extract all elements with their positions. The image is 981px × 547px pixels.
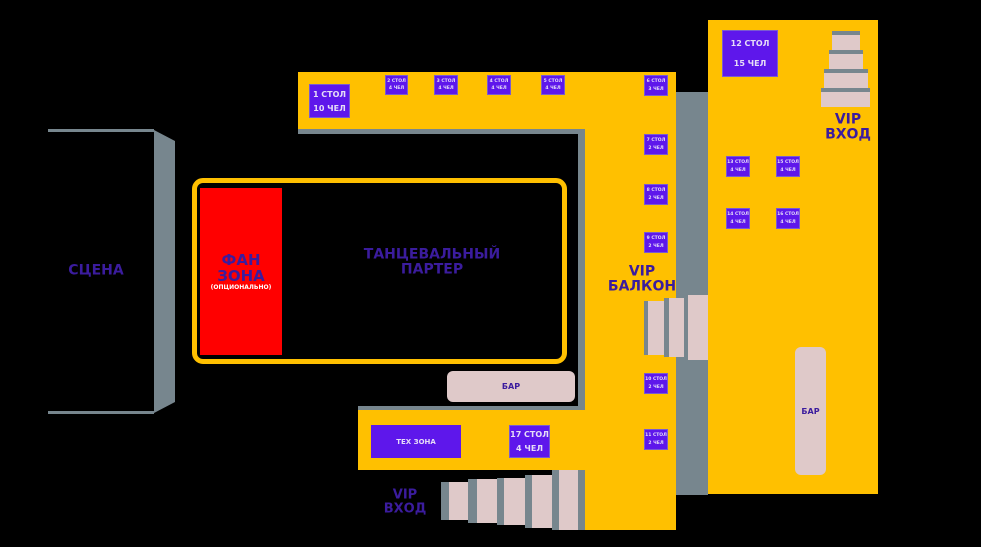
table-label: 13 СТОЛ <box>727 160 749 166</box>
table-label: 14 СТОЛ <box>727 212 749 218</box>
table-label: 8 СТОЛ <box>646 188 666 194</box>
dance-floor-line2: ПАРТЕР <box>400 261 464 277</box>
wall-right <box>676 92 708 495</box>
table-seats: 2 ЧЕЛ <box>648 195 664 201</box>
table-label: 15 СТОЛ <box>777 160 799 166</box>
table-seats: 2 ЧЕЛ <box>648 243 664 249</box>
bar-main: БАР <box>447 371 575 402</box>
fan-zone-line1: ФАН <box>221 251 261 270</box>
vip-entrance-bottom-line1: VIP <box>392 487 418 503</box>
table-label: 17 СТОЛ <box>510 430 549 440</box>
wall-inner <box>578 129 585 407</box>
fan-zone-line2: ЗОНА <box>217 266 265 285</box>
table-seats: 2 ЧЕЛ <box>648 145 664 151</box>
table-4[interactable]: 4 СТОЛ 4 ЧЕЛ <box>487 75 511 95</box>
table-label: 10 СТОЛ <box>645 377 667 383</box>
table-label: 12 СТОЛ <box>730 38 770 48</box>
table-seats: 4 ЧЕЛ <box>388 86 405 91</box>
table-label: 3 СТОЛ <box>436 79 456 84</box>
table-label: 5 СТОЛ <box>543 79 563 84</box>
table-label: 4 СТОЛ <box>489 79 509 84</box>
table-17[interactable]: 17 СТОЛ 4 ЧЕЛ <box>509 425 550 458</box>
table-seats: 4 ЧЕЛ <box>516 443 543 453</box>
table-label: 6 СТОЛ <box>646 79 666 85</box>
table-seats: 15 ЧЕЛ <box>733 59 767 69</box>
table-seats: 4 ЧЕЛ <box>780 219 796 225</box>
vip-entrance-right-line2: ВХОД <box>825 126 871 142</box>
tech-zone: ТЕХ ЗОНА <box>371 425 461 458</box>
vip-entrance-bottom-label: VIP ВХОД <box>384 488 427 515</box>
table-5[interactable]: 5 СТОЛ 4 ЧЕЛ <box>541 75 565 95</box>
vip-entrance-right-line1: VIP <box>834 111 862 128</box>
bar-vip: БАР <box>795 347 826 475</box>
table-seats: 4 ЧЕЛ <box>491 86 507 91</box>
vip-balcony-label: VIP БАЛКОН <box>608 264 676 293</box>
dance-floor <box>192 178 567 364</box>
table-seats: 10 ЧЕЛ <box>313 103 346 113</box>
vip-entrance-right-label: VIP ВХОД <box>825 112 871 141</box>
table-3[interactable]: 3 СТОЛ 4 ЧЕЛ <box>434 75 458 95</box>
table-seats: 2 ЧЕЛ <box>648 440 664 446</box>
table-1[interactable]: 1 СТОЛ 10 ЧЕЛ <box>309 84 350 118</box>
table-label: 2 СТОЛ <box>387 79 406 84</box>
fan-zone-label: ФАН ЗОНА (ОПЦИОНАЛЬНО) <box>210 251 272 291</box>
table-label: 16 СТОЛ <box>777 212 799 218</box>
table-seats: 4 ЧЕЛ <box>730 219 746 225</box>
table-label: 1 СТОЛ <box>312 89 347 99</box>
wall-top <box>298 129 585 134</box>
fan-zone <box>200 188 282 355</box>
table-seats: 4 ЧЕЛ <box>780 167 796 173</box>
table-2[interactable]: 2 СТОЛ 4 ЧЕЛ <box>385 75 408 95</box>
table-seats: 4 ЧЕЛ <box>438 86 454 91</box>
table-label: 11 СТОЛ <box>645 433 667 439</box>
dance-floor-line1: ТАНЦЕВАЛЬНЫЙ <box>363 246 501 263</box>
table-label: 7 СТОЛ <box>646 138 666 144</box>
table-seats: 4 ЧЕЛ <box>545 86 561 91</box>
vip-balcony-line1: VIP <box>628 263 656 280</box>
table-seats: 4 ЧЕЛ <box>730 167 746 173</box>
dance-floor-label: ТАНЦЕВАЛЬНЫЙ ПАРТЕР <box>364 247 500 276</box>
fan-zone-note: (ОПЦИОНАЛЬНО) <box>210 283 272 291</box>
vip-entrance-bottom-line2: ВХОД <box>383 501 427 516</box>
vip-balcony-line2: БАЛКОН <box>607 278 677 294</box>
stage-label: СЦЕНА <box>68 262 124 279</box>
table-seats: 3 ЧЕЛ <box>648 86 664 92</box>
wall-bottom <box>358 406 585 410</box>
table-12[interactable]: 12 СТОЛ 15 ЧЕЛ <box>722 30 778 77</box>
table-seats: 2 ЧЕЛ <box>648 384 664 390</box>
table-label: 9 СТОЛ <box>646 236 666 242</box>
